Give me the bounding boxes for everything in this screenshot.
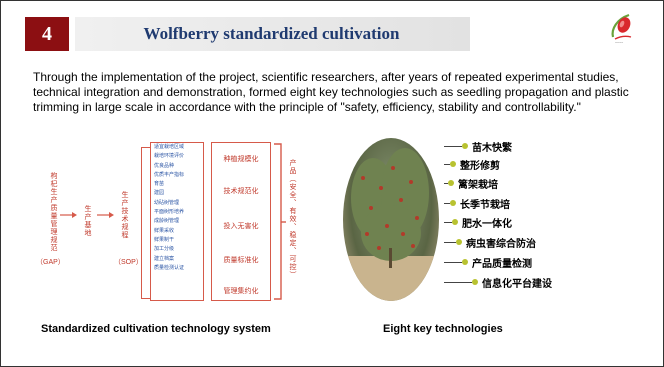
wolfberry-bush-image [343, 148, 439, 301]
intro-paragraph: Through the implementation of the projec… [33, 70, 629, 114]
list-item: 质量检测认证 [154, 264, 185, 271]
arrow-right-icon [60, 212, 77, 218]
category-label: 种植规模化 [214, 154, 268, 164]
gap-vertical-label: 枸杞生产质量管理规范 [50, 172, 57, 252]
sop-vertical-label: 生产技术规程 [121, 191, 128, 239]
svg-text:~~~~: ~~~~ [615, 41, 623, 45]
sop-label: （SOP） [114, 259, 143, 266]
left-diagram-caption: Standardized cultivation technology syst… [41, 323, 271, 335]
slide-title: Wolfberry standardized cultivation [143, 24, 400, 43]
right-bracket [274, 143, 286, 300]
technology-item: 信息化平台建设 [444, 275, 552, 290]
list-item: 栽培环境评价 [154, 153, 185, 160]
list-item: 幼砧树管理 [154, 199, 180, 206]
list-item: 鲜果采收 [154, 227, 175, 234]
technology-item: 产品质量检测 [444, 255, 532, 270]
category-label: 技术规范化 [214, 186, 268, 196]
connector-line [444, 182, 448, 184]
bullet-dot-icon [448, 180, 454, 186]
connector-line [444, 261, 462, 263]
connector-line [444, 241, 456, 243]
list-item: 建立档案 [154, 255, 175, 262]
bullet-dot-icon [472, 279, 478, 285]
connector-line [444, 221, 452, 223]
category-label: 质量标准化 [214, 255, 268, 265]
list-item: 优良品种 [154, 162, 175, 169]
technology-item: 篱架栽培 [444, 176, 498, 191]
category-label: 管理集约化 [214, 286, 268, 296]
list-item: 加工分级 [154, 246, 175, 253]
list-item: 成龄树管理 [154, 218, 180, 225]
connector-line [444, 163, 450, 165]
technology-item: 肥水一体化 [444, 215, 512, 230]
list-item: 鲜果制干 [154, 236, 175, 243]
connector-line [444, 145, 462, 147]
technology-item: 整形修剪 [444, 157, 500, 172]
bullet-dot-icon [450, 161, 456, 167]
base-vertical-label: 生产基地 [84, 205, 91, 237]
technology-item: 苗木快繁 [444, 139, 512, 154]
category-box: 种植规模化 技术规范化 投入无害化 质量标准化 管理集约化 [211, 142, 271, 301]
technology-item: 长季节栽培 [444, 196, 510, 211]
list-item: 育苗 [154, 181, 165, 188]
right-diagram-caption: Eight key technologies [383, 323, 503, 335]
technology-item: 病虫害综合防治 [444, 235, 536, 250]
bullet-dot-icon [450, 200, 456, 206]
bullet-dot-icon [456, 239, 462, 245]
title-bar [75, 17, 470, 51]
list-item: 优质丰产指标 [154, 171, 185, 178]
list-item: 平面树形培养 [154, 209, 185, 216]
gap-label: （GAP） [36, 259, 65, 266]
list-item: 建园 [154, 190, 165, 197]
bullet-dot-icon [452, 219, 458, 225]
list-item: 适宜栽培区域 [154, 144, 185, 150]
sop-item-list: 适宜栽培区域 栽培环境评价 优良品种 优质丰产指标 育苗 建园 幼砧树管理 平面… [150, 142, 204, 301]
connector-line [444, 281, 472, 283]
goji-berry-logo-icon: ~~~~ [611, 13, 632, 45]
connector-line [444, 202, 450, 204]
bullet-dot-icon [462, 143, 468, 149]
category-label: 投入无害化 [214, 221, 268, 231]
product-vertical-label: 产品（安全、有效、稳定、可控） [289, 159, 296, 279]
bullet-dot-icon [462, 259, 468, 265]
arrow-right-icon [97, 212, 114, 218]
bracket-connector [141, 147, 150, 299]
slide-header: 4 Wolfberry standardized cultivation [25, 11, 585, 51]
section-number-badge: 4 [25, 17, 69, 51]
wolfberry-orchard-photo [343, 138, 439, 301]
